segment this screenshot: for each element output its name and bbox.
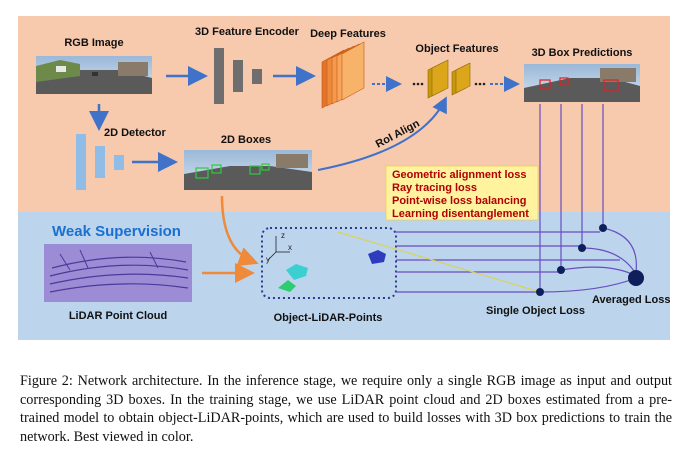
single-object-loss-label: Single Object Loss: [486, 305, 585, 317]
feature-encoder-label: 3D Feature Encoder: [195, 26, 300, 38]
object-lidar-points-label: Object-LiDAR-Points: [274, 312, 383, 324]
boxes-2d-image: [184, 150, 312, 190]
axis-z-label: z: [281, 231, 285, 240]
axis-x-label: x: [288, 243, 292, 252]
object-features-block: [412, 59, 486, 99]
loss-wiring: [337, 104, 637, 293]
averaged-loss-node: [628, 270, 644, 286]
loss-item: Learning disentanglement: [392, 208, 529, 220]
detector-2d-block: [76, 134, 124, 190]
architecture-diagram: RGB Image 3D Feature Encoder Deep Featur…: [18, 16, 670, 340]
axis-y-label: y: [266, 255, 270, 264]
object-features-label: Object Features: [415, 43, 498, 55]
loss-node: [536, 288, 544, 296]
averaged-loss-label: Averaged Loss: [592, 294, 670, 306]
loss-list-box: Geometric alignment loss Ray tracing los…: [385, 165, 539, 221]
box-predictions-image: [524, 64, 640, 102]
deep-features-stack: [321, 41, 365, 109]
deep-features-label: Deep Features: [310, 28, 386, 40]
boxes-2d-label: 2D Boxes: [221, 134, 271, 146]
lidar-point-cloud-image: [44, 244, 192, 302]
feature-encoder-block: [214, 48, 262, 104]
rgb-image: [36, 56, 152, 94]
rgb-image-label: RGB Image: [64, 37, 123, 49]
detector-2d-label: 2D Detector: [104, 127, 166, 139]
box-predictions-label: 3D Box Predictions: [532, 47, 633, 59]
arrow-roi-align: [317, 96, 447, 171]
figure-caption: Figure 2: Network architecture. In the i…: [20, 373, 672, 445]
loss-node: [578, 244, 586, 252]
loss-node: [599, 224, 607, 232]
loss-node: [557, 266, 565, 274]
loss-item: Geometric alignment loss: [392, 169, 526, 181]
loss-item: Ray tracing loss: [392, 182, 477, 194]
arrow-boxes-to-points: [220, 195, 259, 267]
loss-item: Point-wise loss balancing: [392, 195, 526, 207]
weak-supervision-label: Weak Supervision: [52, 223, 181, 240]
object-lidar-points-box: z x y: [261, 227, 397, 299]
lidar-point-cloud-label: LiDAR Point Cloud: [69, 310, 167, 322]
